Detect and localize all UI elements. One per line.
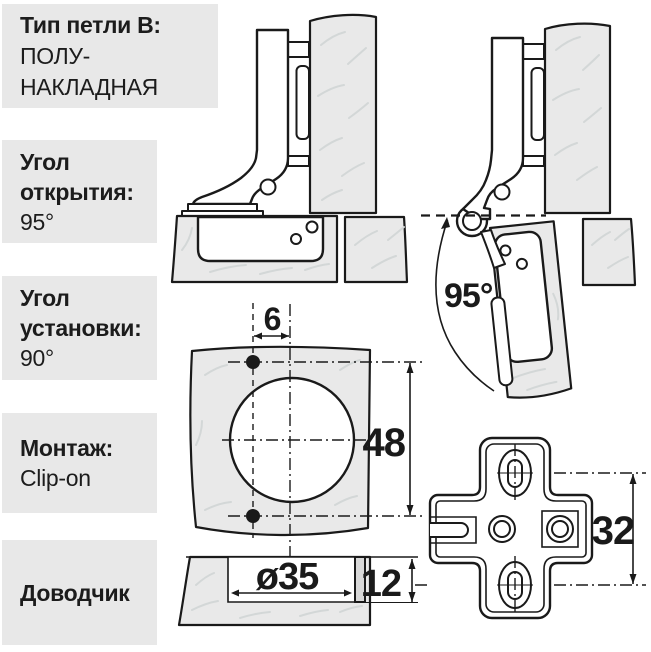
closed-hinge-view (170, 13, 409, 284)
spec-block-mounting: Монтаж: Clip-on (2, 413, 157, 513)
drill-pattern-view: 6 48 (189, 301, 422, 556)
spec-block-closer: Доводчик (2, 540, 157, 645)
cup-section-view: ø35 12 (177, 555, 418, 627)
hinge-type-line2: НАКЛАДНАЯ (20, 73, 158, 100)
mounting-angle-label2: установки: (20, 315, 142, 341)
opening-angle-value: 95° (20, 208, 54, 235)
hinge-cup-section (196, 215, 325, 263)
hinge-type-title: Тип петли B: (20, 11, 161, 38)
hinge-arm (191, 28, 290, 206)
cup-offset-dim: 6 (264, 301, 281, 337)
spec-block-mounting-angle: Угол установки: 90° (2, 276, 157, 380)
plate-side-slot (430, 522, 469, 538)
hinge-type-line1: ПОЛУ- (20, 42, 91, 69)
mounting-plate-view: 32 (415, 436, 646, 620)
closer-label: Доводчик (20, 579, 130, 606)
opening-angle-label1: Угол (20, 148, 70, 175)
hole-spacing-dim: 48 (363, 421, 406, 465)
opening-angle-dim: 95° (444, 277, 493, 315)
open-hinge-view: 95° (421, 22, 637, 399)
angle-arc (435, 219, 495, 392)
mounting-label: Монтаж: (20, 435, 114, 461)
mounting-value: Clip-on (20, 465, 91, 491)
screw-hole-bottom (246, 509, 260, 523)
spec-block-hinge-type: Тип петли B: ПОЛУ- НАКЛАДНАЯ (2, 4, 218, 108)
open-door (488, 220, 573, 399)
cup-diameter-dim: ø35 (256, 556, 319, 598)
opening-angle-label2: открытия: (20, 178, 134, 205)
spec-block-opening-angle: Угол открытия: 95° (2, 140, 157, 243)
plate-pitch-dim: 32 (592, 509, 635, 553)
cup-depth-dim: 12 (361, 563, 401, 605)
hinge-pivot (259, 178, 277, 196)
mounting-angle-label1: Угол (20, 285, 70, 311)
mounting-angle-value: 90° (20, 345, 54, 371)
hinge-arm-open (461, 36, 525, 221)
screw-hole-top (246, 355, 260, 369)
